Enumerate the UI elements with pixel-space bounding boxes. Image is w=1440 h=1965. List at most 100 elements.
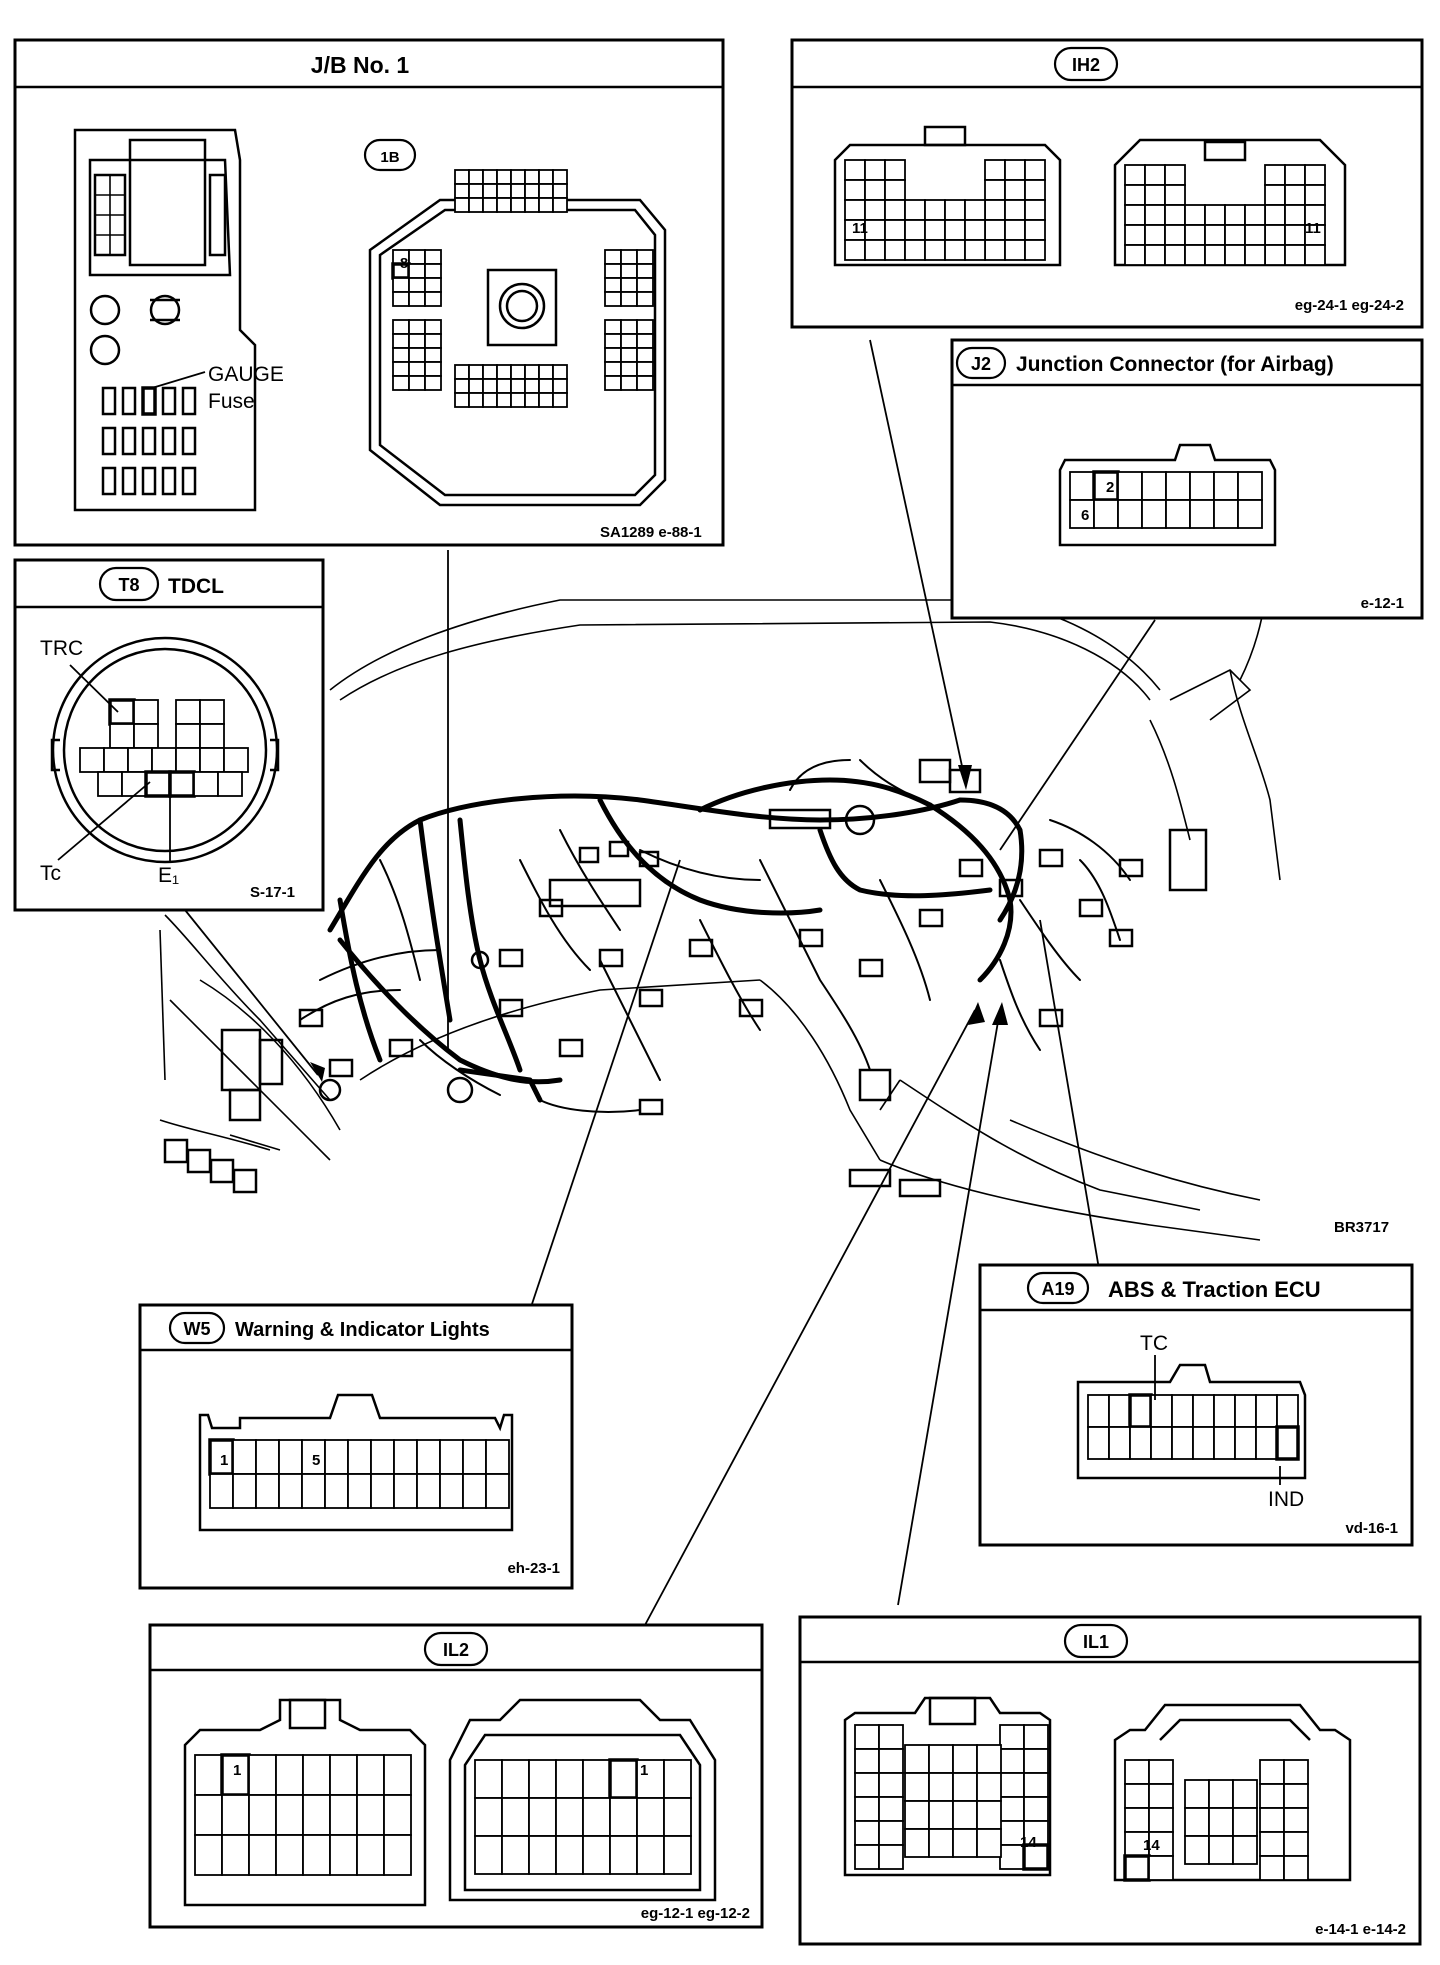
connector-cavity xyxy=(984,179,1006,201)
connector-cavity xyxy=(1148,1855,1174,1881)
connector-cavity xyxy=(510,197,526,213)
connector-cavity xyxy=(383,1794,412,1836)
tdcl-tc-label: Tc xyxy=(40,862,61,885)
connector-cavity xyxy=(1283,1831,1309,1857)
connector-cavity xyxy=(854,1724,880,1750)
connector-cavity xyxy=(1023,1820,1049,1846)
connector-cavity xyxy=(604,347,622,363)
connector-cavity xyxy=(1108,1394,1131,1428)
junction-block-drawing xyxy=(73,128,257,512)
connector-cavity xyxy=(439,1473,464,1509)
connector-cavity xyxy=(1123,1854,1151,1882)
connector-cavity xyxy=(392,333,410,349)
connector-cavity xyxy=(392,291,410,307)
connector-cavity xyxy=(999,1772,1025,1798)
connector-cavity xyxy=(636,361,654,377)
il1-left-connector xyxy=(843,1696,1052,1877)
ih2-pin-left: 11 xyxy=(852,220,868,237)
connector-cavity xyxy=(878,1748,904,1774)
connector-cavity xyxy=(1213,471,1239,501)
connector-cavity xyxy=(1208,1835,1234,1865)
connector-cavity xyxy=(864,219,886,241)
connector-cavity xyxy=(976,1828,1002,1858)
connector-cavity xyxy=(1024,159,1046,181)
connector-cavity xyxy=(1283,1783,1309,1809)
j2-badge: J2 xyxy=(971,354,991,374)
connector-cavity xyxy=(524,364,540,380)
connector-cavity xyxy=(1093,499,1119,529)
connector-cavity xyxy=(392,347,410,363)
connector-cavity xyxy=(663,1759,692,1799)
connector-cavity xyxy=(524,197,540,213)
connector-cavity xyxy=(1264,224,1286,246)
connector-cavity xyxy=(1087,1394,1110,1428)
w5-pin-5: 5 xyxy=(312,1452,320,1469)
panel-ih2: IH2 11 11 eg-24-1 eg-24-2 xyxy=(790,38,1424,329)
connector-cavity xyxy=(133,723,159,749)
connector-cavity xyxy=(416,1439,441,1475)
connector-cavity xyxy=(663,1797,692,1837)
1b-cell-grid xyxy=(391,169,654,408)
connector-cavity xyxy=(1237,471,1263,501)
connector-cavity xyxy=(424,375,442,391)
connector-cavity xyxy=(854,1772,880,1798)
connector-cavity xyxy=(984,219,1006,241)
connector-cavity xyxy=(952,1800,978,1830)
connector-cavity xyxy=(928,1828,954,1858)
connector-cavity xyxy=(468,169,484,185)
connector-cavity xyxy=(552,378,568,394)
w5-badge: W5 xyxy=(184,1319,211,1339)
connector-cavity xyxy=(555,1797,584,1837)
ih2-badge: IH2 xyxy=(1072,55,1100,75)
connector-cavity xyxy=(1259,1831,1285,1857)
a19-ref: vd-16-1 xyxy=(1345,1520,1398,1537)
connector-cavity xyxy=(175,699,201,725)
connector-cavity xyxy=(999,1724,1025,1750)
connector-cavity xyxy=(538,392,554,408)
tdcl-trc-label: TRC xyxy=(40,637,83,660)
connector-cavity xyxy=(552,364,568,380)
harness-connectors xyxy=(298,758,1208,1198)
connector-cavity xyxy=(928,1800,954,1830)
pin-8: 8 xyxy=(400,255,408,272)
connector-cavity xyxy=(1069,499,1095,529)
connector-cavity xyxy=(1232,1807,1258,1837)
connector-cavity xyxy=(884,199,906,221)
fuse-grid xyxy=(101,386,197,496)
connector-cavity xyxy=(964,239,986,261)
il1-right-connector xyxy=(1113,1703,1352,1882)
connector-cavity xyxy=(636,1797,665,1837)
connector-cavity xyxy=(552,392,568,408)
connector-cavity xyxy=(1124,224,1146,246)
connector-cavity xyxy=(221,1794,250,1836)
connector-cavity xyxy=(620,263,638,279)
connector-cavity xyxy=(1124,1783,1150,1809)
connector-cavity xyxy=(1204,244,1226,266)
connector-cavity xyxy=(1304,184,1326,206)
connector-cavity xyxy=(924,239,946,261)
connector-cavity xyxy=(255,1439,280,1475)
connector-cavity xyxy=(1275,1425,1300,1461)
connector-cavity xyxy=(944,219,966,241)
connector-cavity xyxy=(636,1835,665,1875)
connector-cavity xyxy=(324,1473,349,1509)
gauge-fuse-label: GAUGE xyxy=(208,363,284,386)
j2-title: Junction Connector (for Airbag) xyxy=(1016,353,1334,376)
connector-cavity xyxy=(1283,1855,1309,1881)
connector-cavity xyxy=(1069,471,1095,501)
connector-cavity xyxy=(302,1794,331,1836)
connector-cavity xyxy=(878,1820,904,1846)
connector-cavity xyxy=(976,1744,1002,1774)
connector-cavity xyxy=(636,263,654,279)
connector-cavity xyxy=(636,375,654,391)
connector-cavity xyxy=(1124,1807,1150,1833)
connector-cavity xyxy=(232,1473,257,1509)
connector-cavity xyxy=(454,169,470,185)
connector-cavity xyxy=(604,375,622,391)
connector-cavity xyxy=(324,1439,349,1475)
connector-cavity xyxy=(944,199,966,221)
connector-cavity xyxy=(347,1473,372,1509)
connector-cavity xyxy=(121,771,147,797)
connector-cavity xyxy=(904,1828,930,1858)
